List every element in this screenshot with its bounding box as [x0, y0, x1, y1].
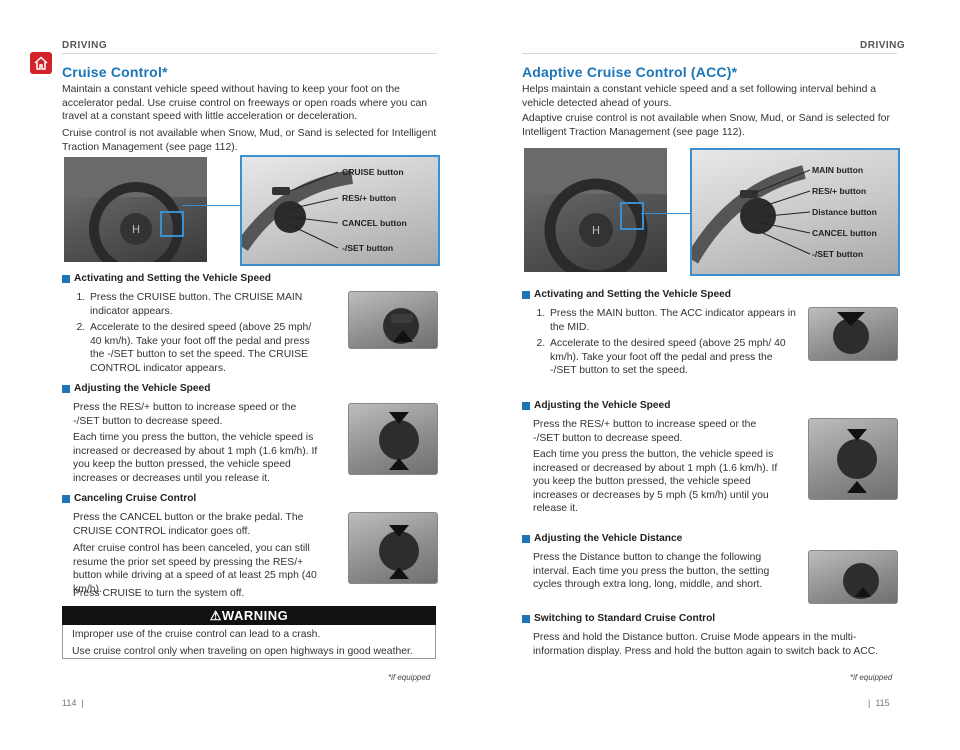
intro-paragraph: Helps maintain a constant vehicle speed … — [522, 84, 877, 109]
step-item: Accelerate to the desired speed (above 2… — [548, 337, 798, 378]
illustration-res-set-press — [348, 403, 438, 475]
step-item: Press the MAIN button. The ACC indicator… — [548, 307, 798, 334]
illustration-distance-press — [808, 550, 898, 604]
callout-cancel-button: CANCEL button — [342, 218, 407, 228]
callout-set-button: -/SET button — [342, 243, 394, 253]
callout-set-button: -/SET button — [812, 249, 864, 259]
footnote: *if equipped — [850, 673, 893, 682]
body-paragraph: Press the CANCEL button or the brake ped… — [73, 512, 304, 537]
intro-paragraph: Cruise control is not available when Sno… — [62, 128, 437, 153]
warning-label: WARNING — [221, 608, 289, 623]
highlight-box — [620, 202, 644, 230]
subheading-adjusting: Adjusting the Vehicle Speed — [522, 400, 670, 411]
illustration-cancel-press — [348, 512, 438, 584]
subheading-label: Adjusting the Vehicle Distance — [534, 533, 683, 544]
subheading-label: Canceling Cruise Control — [74, 493, 197, 504]
callout-main-button: MAIN button — [812, 165, 864, 175]
warning-text: Improper use of the cruise control can l… — [72, 629, 321, 640]
bullet-square — [62, 384, 70, 393]
body-paragraph: Press the RES/+ button to increase speed… — [533, 419, 757, 444]
footnote: *if equipped — [388, 673, 431, 682]
bullet-square — [62, 274, 70, 283]
subheading-label: Adjusting the Vehicle Speed — [74, 383, 211, 394]
section-title-acc: Adaptive Cruise Control (ACC)* — [522, 64, 738, 80]
bullet-square — [62, 494, 70, 503]
page-header-right: DRIVING — [860, 40, 906, 51]
body-paragraph: After cruise control has been canceled, … — [73, 543, 317, 595]
warning-text: Use cruise control only when traveling o… — [72, 646, 413, 657]
subheading-switching: Switching to Standard Cruise Control — [522, 613, 715, 624]
warning-triangle-icon: ⚠ — [209, 608, 222, 623]
header-rule-right — [522, 53, 897, 54]
dashboard-photo: H — [524, 148, 667, 272]
header-rule-left — [62, 53, 437, 54]
leader-line — [182, 205, 240, 206]
page-number-text: 114 — [62, 698, 77, 708]
body-paragraph: Each time you press the button, the vehi… — [73, 432, 318, 484]
bullet-square — [522, 534, 530, 543]
step-item: Accelerate to the desired speed (above 2… — [88, 321, 318, 375]
callout-cruise-button: CRUISE button — [342, 167, 404, 177]
body-paragraph: Press the Distance button to change the … — [533, 552, 770, 591]
subheading-distance: Adjusting the Vehicle Distance — [522, 533, 682, 544]
subheading-label: Activating and Setting the Vehicle Speed — [74, 273, 271, 284]
dashboard-photo: H — [64, 157, 207, 262]
steps-list: Press the CRUISE button. The CRUISE MAIN… — [62, 291, 318, 379]
body-paragraph: Press the RES/+ button to increase speed… — [73, 402, 297, 427]
callout-cancel-button: CANCEL button — [812, 228, 877, 238]
section-title-cruise: Cruise Control* — [62, 64, 168, 80]
steps-list: Press the MAIN button. The ACC indicator… — [522, 307, 798, 381]
step-item: Press the CRUISE button. The CRUISE MAIN… — [88, 291, 318, 318]
bullet-square — [522, 290, 530, 299]
subheading-label: Adjusting the Vehicle Speed — [534, 400, 671, 411]
intro-paragraph: Maintain a constant vehicle speed withou… — [62, 84, 428, 123]
button-zoom-panel: MAIN button RES/+ button Distance button… — [690, 148, 900, 276]
subheading-canceling: Canceling Cruise Control — [62, 493, 196, 504]
body-paragraph: Press and hold the Distance button. Crui… — [533, 632, 879, 657]
svg-text:H: H — [592, 224, 600, 237]
subheading-label: Activating and Setting the Vehicle Speed — [534, 289, 731, 300]
illustration-cruise-press — [348, 291, 438, 349]
callout-res-button: RES/+ button — [812, 186, 867, 196]
body-paragraph: Each time you press the button, the vehi… — [533, 449, 778, 515]
leader-line — [641, 213, 690, 214]
page-number-text: 115 — [875, 698, 890, 708]
intro-paragraph: Adaptive cruise control is not available… — [522, 113, 890, 138]
illustration-main-press — [808, 307, 898, 361]
page-number-left: 114 | — [62, 698, 84, 708]
subheading-adjusting: Adjusting the Vehicle Speed — [62, 383, 210, 394]
subheading-label: Switching to Standard Cruise Control — [534, 613, 716, 624]
home-icon[interactable] — [30, 52, 52, 74]
subheading-activating: Activating and Setting the Vehicle Speed — [62, 273, 271, 284]
bullet-square — [522, 614, 530, 623]
bullet-square — [522, 401, 530, 410]
callout-distance-button: Distance button — [812, 207, 877, 217]
callout-res-button: RES/+ button — [342, 193, 397, 203]
body-paragraph: Press CRUISE to turn the system off. — [73, 588, 245, 599]
page-header-left: DRIVING — [62, 40, 108, 51]
button-zoom-panel: CRUISE button RES/+ button CANCEL button… — [240, 155, 440, 266]
warning-box — [62, 625, 436, 659]
subheading-activating: Activating and Setting the Vehicle Speed — [522, 289, 731, 300]
highlight-box — [160, 211, 184, 237]
illustration-res-set-press — [808, 418, 898, 500]
svg-text:H: H — [132, 223, 140, 236]
page-number-right: | 115 — [868, 698, 890, 708]
warning-banner: ⚠WARNING — [62, 606, 436, 625]
